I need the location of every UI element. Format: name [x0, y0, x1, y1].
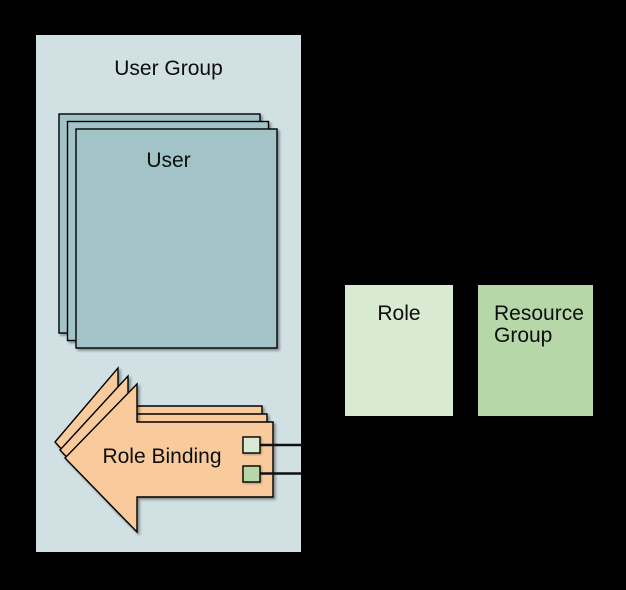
- role-box: Role: [345, 285, 453, 416]
- role-binding-label: Role Binding: [102, 445, 222, 468]
- user-label: User: [146, 149, 191, 172]
- resource-group-label: Resource Group: [494, 302, 584, 347]
- user-group-label: User Group: [114, 57, 223, 80]
- user-group-container: [36, 35, 301, 552]
- role-label: Role: [377, 302, 421, 325]
- resource-group-box: Resource Group: [478, 285, 593, 416]
